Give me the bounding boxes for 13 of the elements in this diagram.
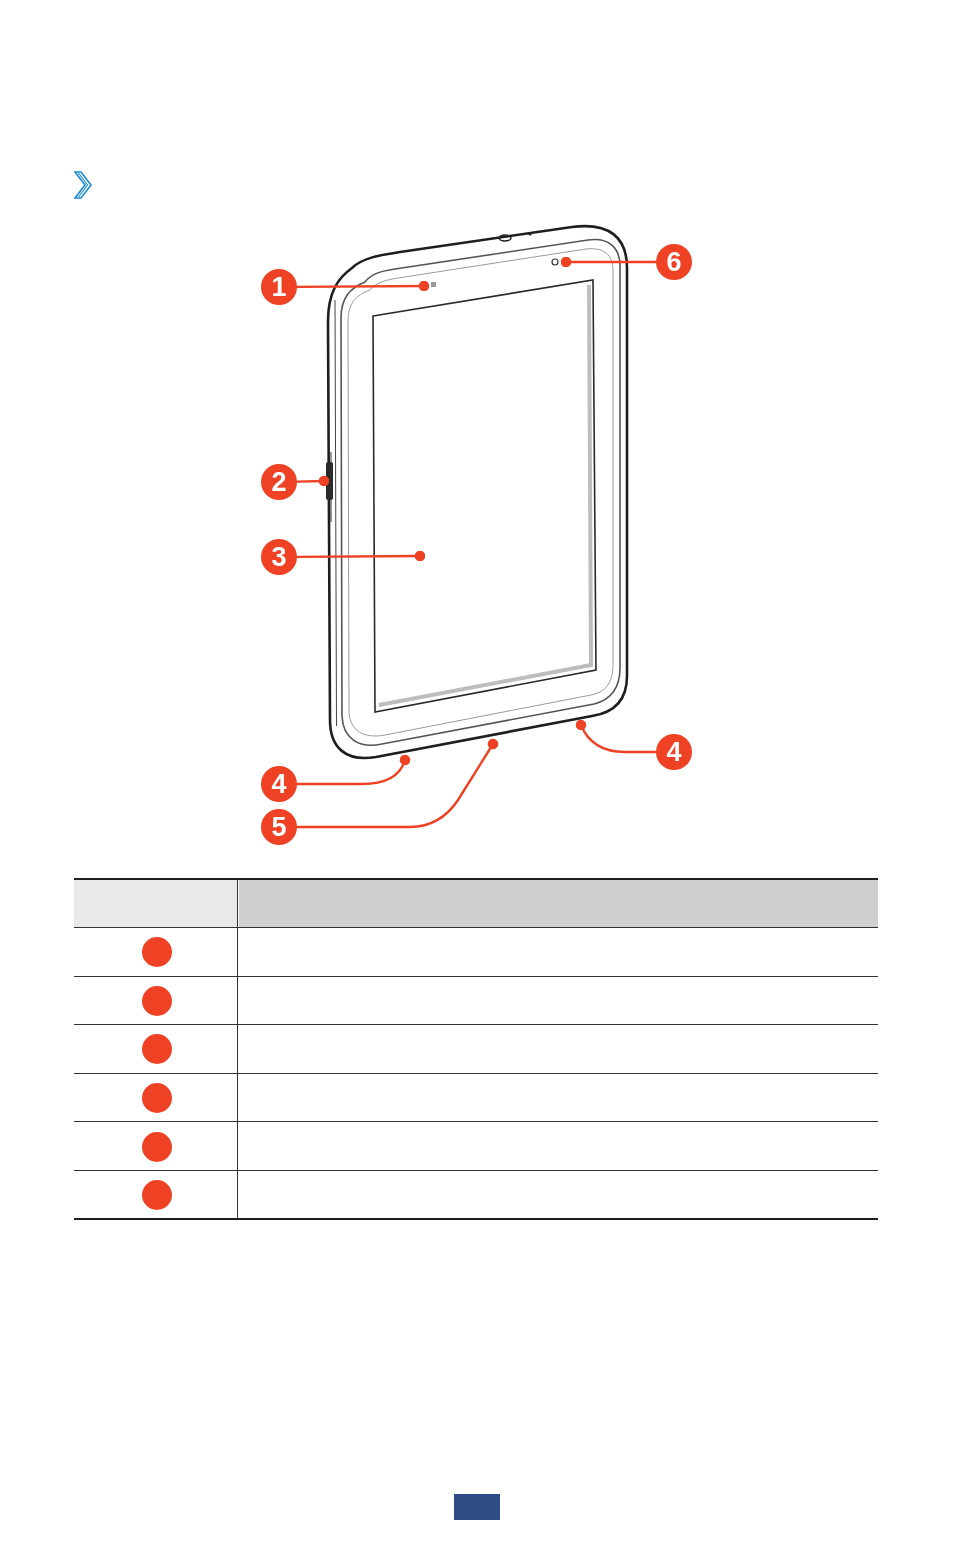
leader-line — [295, 738, 499, 829]
callout-number: 5 — [261, 809, 297, 845]
callout-number: 2 — [261, 464, 297, 500]
leader-line — [560, 256, 658, 268]
callout-number: 4 — [656, 734, 692, 770]
leader-line — [295, 754, 411, 786]
callout-number: 4 — [261, 766, 297, 802]
callout-number: 6 — [656, 244, 692, 280]
leader-line — [295, 550, 426, 562]
leader-line — [575, 719, 658, 754]
callout-number: 3 — [261, 539, 297, 575]
leader-line — [295, 475, 330, 487]
callout-number: 1 — [261, 269, 297, 305]
